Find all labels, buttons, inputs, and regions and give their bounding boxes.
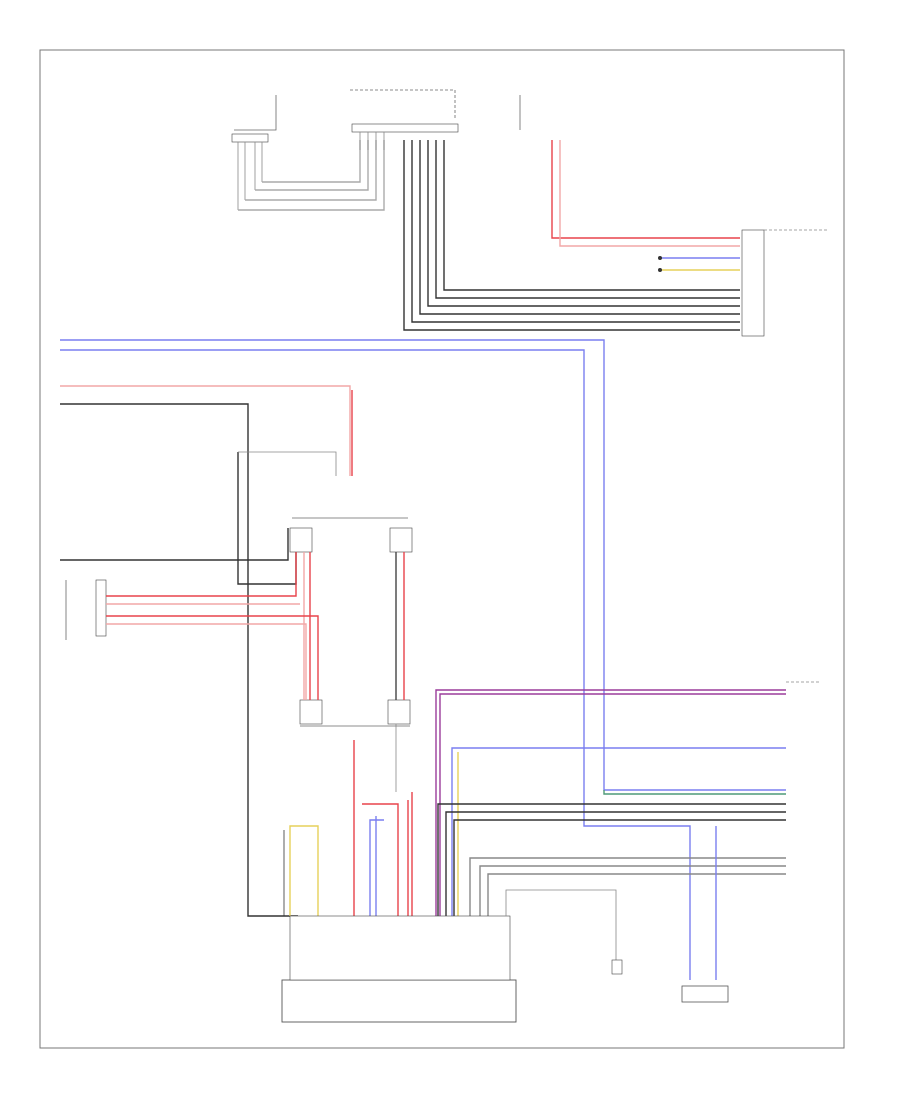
airbag-control-module <box>281 915 517 1023</box>
left-feed-wires <box>60 385 353 917</box>
seat-connectors <box>289 517 413 727</box>
front-seat-occupant-sensor <box>681 826 729 1003</box>
airbag-control-module-box <box>281 979 517 1023</box>
sensor-main-bundle <box>403 140 740 331</box>
cargo-pods-connector <box>95 579 107 637</box>
right-sensor-connector <box>351 123 459 133</box>
airbag-clock-spring <box>741 229 828 337</box>
right-seat-bottom-connector <box>387 699 411 725</box>
blue-trunk-lines <box>60 339 786 980</box>
ground-bottom <box>505 889 623 975</box>
front-side-sensors <box>435 681 820 916</box>
top-right-ground <box>519 95 740 272</box>
cargo-pods <box>65 552 319 700</box>
module-connector <box>289 915 511 981</box>
clock-spring-connector <box>741 229 765 337</box>
ground-connector <box>611 959 623 975</box>
diagram-frame <box>39 49 845 1049</box>
left-seat-bottom-connector <box>299 699 323 725</box>
left-seat-side <box>283 825 319 916</box>
left-sensor-connector <box>231 133 269 143</box>
left-airbag-sensor <box>231 95 385 211</box>
right-airbag-sensor <box>350 89 459 150</box>
seat-belt-buckle-wires <box>437 803 786 916</box>
module-feed-wires <box>353 724 413 916</box>
occupant-sensor-box <box>681 985 729 1003</box>
left-seat-top-connector <box>289 527 313 553</box>
right-seat-top-connector <box>389 527 413 553</box>
